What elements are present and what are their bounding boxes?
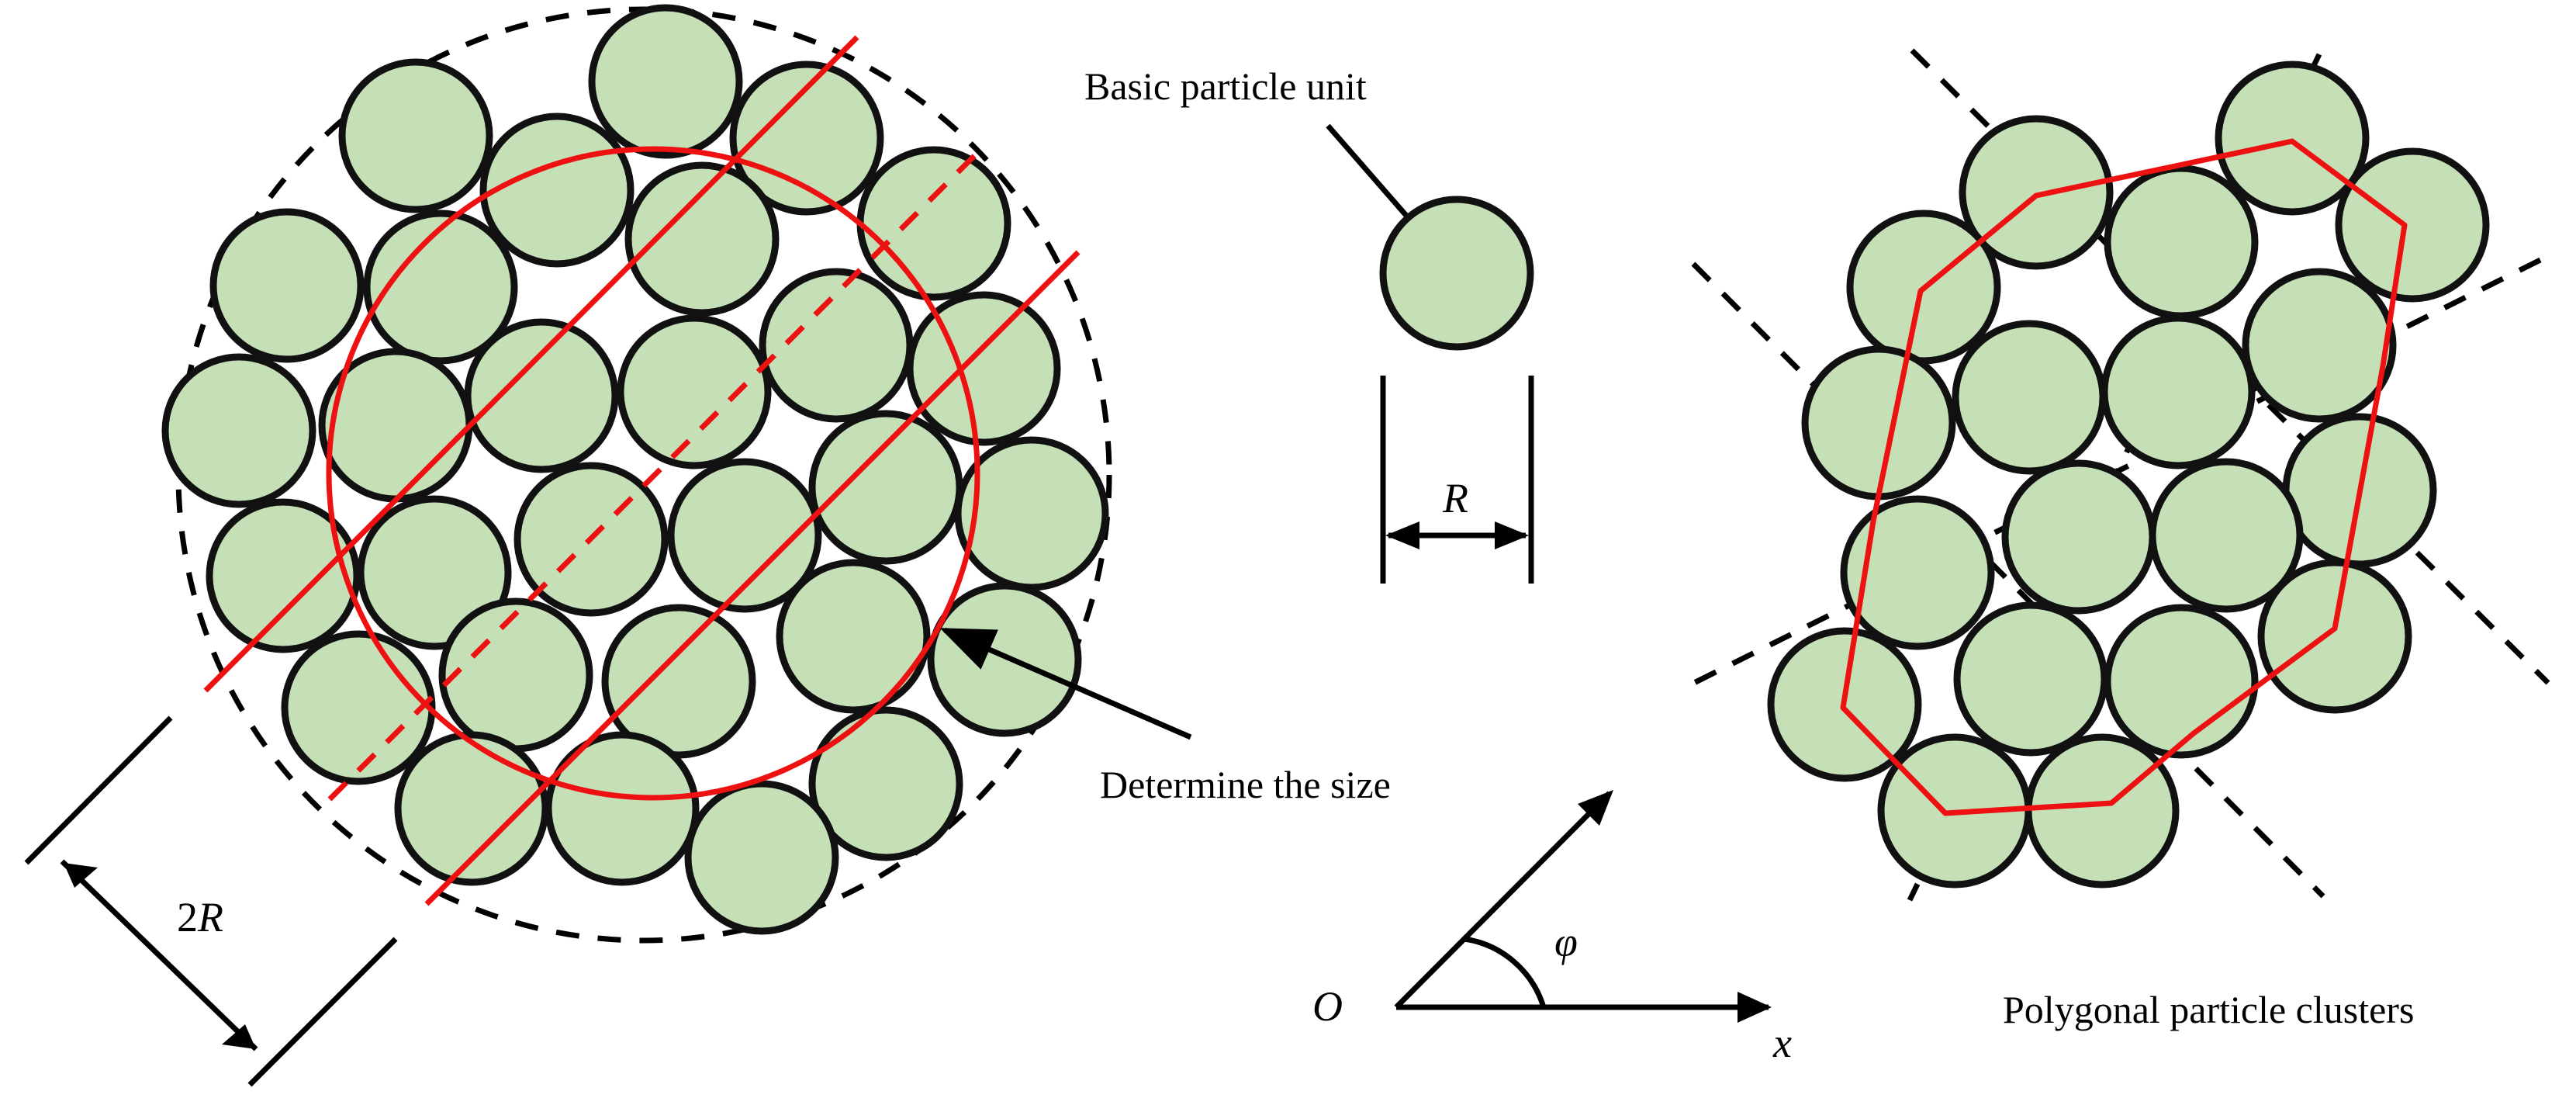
- x-axis-arrowhead-icon: [1738, 992, 1772, 1023]
- left-particle: [906, 291, 1061, 446]
- right-particle: [1801, 345, 1956, 501]
- left-particle: [927, 582, 1082, 737]
- right-particle: [2101, 314, 2256, 469]
- left-particle: [545, 731, 700, 886]
- left-particle: [856, 146, 1011, 301]
- radius-label: R: [1442, 475, 1468, 521]
- red-line-1: [203, 35, 859, 693]
- left-particle: [161, 353, 316, 508]
- basic-particle-unit-label: Basic particle unit: [1084, 64, 1367, 108]
- basic-particle-circle: [1379, 196, 1534, 351]
- right-particle: [2104, 604, 2259, 759]
- right-particle: [2242, 268, 2397, 423]
- diameter-extension-line-2: [247, 937, 398, 1087]
- left-particle: [617, 314, 772, 469]
- x-axis-label: x: [1772, 1020, 1792, 1066]
- radius-arrowhead-left-icon: [1385, 521, 1419, 549]
- left-particle: [684, 780, 839, 935]
- left-particle: [209, 208, 365, 363]
- left-particle: [759, 268, 914, 423]
- diameter-arrowhead-end-icon: [222, 1024, 256, 1049]
- left-particle: [281, 630, 436, 785]
- left-particle: [776, 559, 931, 714]
- circular-particle-cluster: [161, 4, 1112, 944]
- right-particle: [1840, 495, 1995, 650]
- determine-size-label: Determine the size: [1100, 763, 1391, 806]
- right-particle: [2024, 733, 2180, 889]
- dashed-line-diagonal-3: [1691, 262, 2325, 899]
- left-particle: [601, 604, 756, 759]
- right-particles: [1767, 61, 2490, 889]
- diameter-arrowhead-start-icon: [64, 863, 98, 888]
- left-particle: [667, 458, 822, 613]
- right-particle: [2104, 165, 2259, 320]
- diameter-label: 2R: [177, 894, 223, 940]
- polygonal-clusters-label: Polygonal particle clusters: [2003, 988, 2414, 1031]
- left-particle: [438, 598, 593, 753]
- right-particle: [1952, 320, 2107, 475]
- red-line-2: [424, 250, 1081, 906]
- determine-size-pointer-arrow: [939, 627, 1192, 740]
- angle-arc: [1464, 936, 1547, 1009]
- basic-particle-unit-group: Basic particle unit R: [1084, 64, 1534, 584]
- polygonal-particle-cluster: Polygonal particle clusters: [1689, 48, 2550, 1031]
- determine-size-group: Determine the size: [939, 627, 1391, 806]
- right-particle: [2149, 458, 2304, 613]
- right-particle: [1953, 601, 2108, 757]
- diameter-extension-line-1: [24, 715, 173, 865]
- left-particle: [808, 706, 963, 861]
- left-particle: [338, 58, 493, 213]
- size-determination-red-circle: [326, 146, 980, 801]
- angled-axis: [1394, 791, 1612, 1010]
- left-particle: [954, 436, 1109, 591]
- angled-axis-arrowhead-icon: [1578, 790, 1613, 826]
- left-particle: [729, 61, 884, 216]
- red-dashed-line: [327, 147, 984, 802]
- left-particle: [808, 410, 963, 565]
- coordinate-system: φ O x: [1312, 790, 1792, 1066]
- left-particle: [479, 113, 634, 268]
- origin-label: O: [1312, 983, 1343, 1030]
- left-particle: [357, 495, 512, 650]
- left-particle: [588, 4, 743, 159]
- right-particle: [2335, 147, 2490, 303]
- left-particle: [464, 318, 619, 473]
- left-particle: [624, 161, 780, 317]
- right-particle: [2257, 559, 2412, 714]
- diameter-arrow: [60, 859, 258, 1051]
- right-particle: [2001, 459, 2156, 615]
- right-particle: [2215, 61, 2370, 216]
- radius-arrowhead-right-icon: [1495, 521, 1529, 549]
- diameter-dimension: 2R: [24, 715, 398, 1087]
- left-particle: [206, 498, 361, 653]
- red-polygon-boundary: [1840, 138, 2408, 816]
- angle-label: φ: [1554, 919, 1578, 965]
- left-particle: [363, 210, 518, 365]
